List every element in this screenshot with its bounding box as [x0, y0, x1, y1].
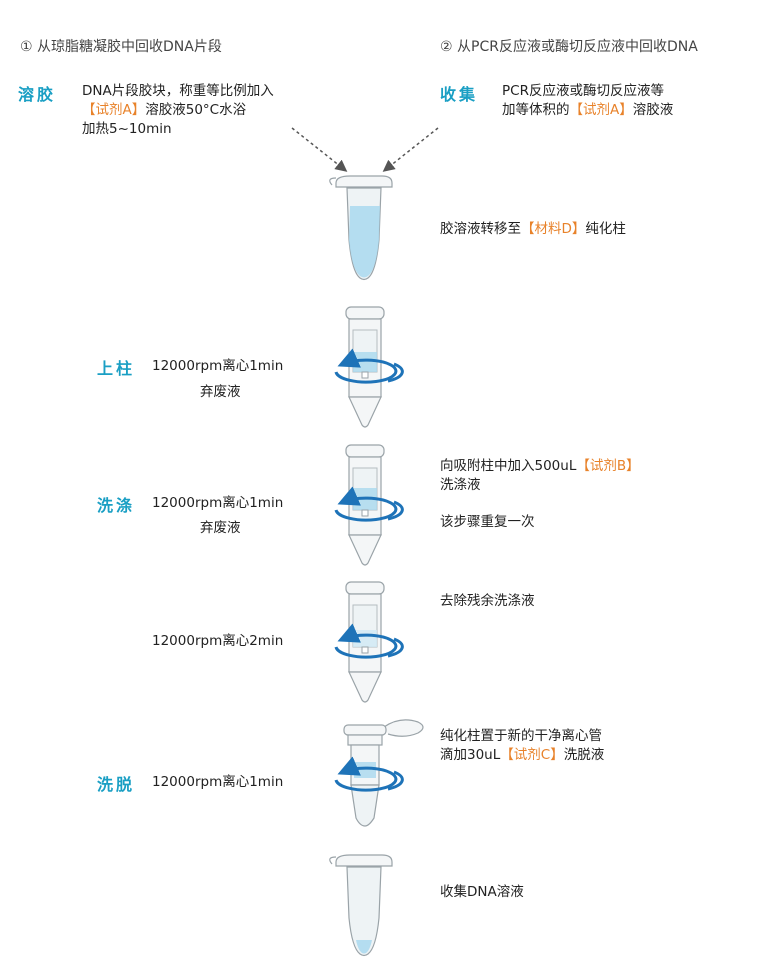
elute-line-1: 12000rpm离心1min	[152, 774, 284, 790]
load-line-1: 12000rpm离心1min	[152, 358, 284, 374]
wash-right-line-2: 洗涤液	[440, 477, 481, 493]
collect-dna-text: 收集DNA溶液	[440, 884, 524, 900]
wash-right-line-1: 向吸附柱中加入500uL【试剂B】	[440, 458, 640, 474]
column-in-new-tube	[334, 719, 424, 827]
reagent-c-label: 【试剂C】	[500, 747, 564, 763]
load-line-2: 弃废液	[200, 384, 241, 400]
collect-line-2: 加等体积的【试剂A】溶胶液	[502, 102, 674, 118]
header-pcr-recovery: ② 从PCR反应液或酶切反应液中回收DNA	[440, 39, 698, 55]
collection-tube-dna	[329, 854, 393, 957]
dissolve-text: DNA片段胶块，称重等比例加入 【试剂A】溶胶液50°C水浴 加热5~10min	[82, 82, 274, 139]
arrow-left-to-tube	[291, 127, 348, 172]
spin-column-load	[334, 306, 404, 428]
step-label-load: 上柱	[97, 359, 136, 378]
dry-right-line-1: 去除残余洗涤液	[440, 593, 535, 609]
dissolve-line-1: DNA片段胶块，称重等比例加入	[82, 83, 274, 99]
spin-column-dry	[334, 581, 404, 703]
collect-text: PCR反应液或酶切反应液等 加等体积的【试剂A】溶胶液	[502, 82, 673, 120]
reagent-b-label: 【试剂B】	[576, 458, 640, 474]
transfer-text: 胶溶液转移至【材料D】纯化柱	[440, 221, 626, 237]
header-gel-recovery: ① 从琼脂糖凝胶中回收DNA片段	[20, 39, 222, 55]
wash-right-text: 向吸附柱中加入500uL【试剂B】 洗涤液	[440, 457, 640, 495]
step-label-wash: 洗涤	[97, 496, 136, 515]
step-label-dissolve: 溶胶	[18, 85, 57, 104]
elute-right-line-1: 纯化柱置于新的干净离心管	[440, 728, 602, 744]
tube-with-gel-solution	[329, 175, 393, 281]
elute-right-text: 纯化柱置于新的干净离心管 滴加30uL【试剂C】洗脱液	[440, 727, 604, 765]
dissolve-line-3: 加热5~10min	[82, 121, 172, 137]
step-label-collect: 收集	[440, 85, 479, 104]
reagent-a-label: 【试剂A】	[82, 102, 146, 118]
dissolve-line-2: 【试剂A】溶胶液50°C水浴	[82, 102, 247, 118]
step-label-elute: 洗脱	[97, 775, 136, 794]
material-d-label: 【材料D】	[521, 221, 586, 237]
arrow-right-to-tube	[382, 127, 439, 172]
dry-line-1: 12000rpm离心2min	[152, 633, 284, 649]
wash-line-1: 12000rpm离心1min	[152, 495, 284, 511]
wash-line-2: 弃废液	[200, 520, 241, 536]
wash-repeat-note: 该步骤重复一次	[440, 514, 535, 530]
reagent-a-label-2: 【试剂A】	[569, 102, 633, 118]
spin-column-wash	[334, 444, 404, 566]
collect-line-1: PCR反应液或酶切反应液等	[502, 83, 664, 99]
elute-right-line-2: 滴加30uL【试剂C】洗脱液	[440, 747, 605, 763]
